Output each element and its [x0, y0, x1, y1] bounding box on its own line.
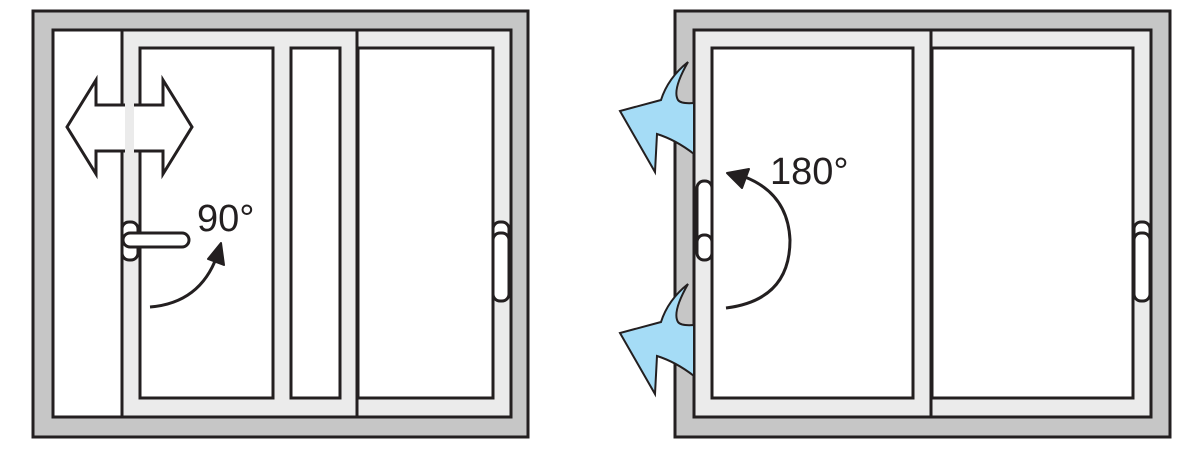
right-window-diagram: 180° [618, 9, 1172, 439]
slide-double-arrow-icon [65, 74, 194, 180]
left-sash-glass-b [289, 46, 342, 400]
outward-arrow-bottom-icon [618, 283, 695, 398]
right-glass-a [710, 46, 915, 400]
left-window-diagram: 90° [31, 9, 530, 439]
left-right-sash-glass [356, 46, 495, 400]
outward-arrow-top-icon [618, 61, 695, 176]
right-glass-b [930, 46, 1135, 400]
rotation-arrow-180-icon [725, 168, 792, 310]
right-sash-handle-icon [491, 220, 511, 303]
right-window-handle-icon [1132, 220, 1152, 303]
angle-label-180: 180° [770, 151, 849, 193]
rotation-arrow-90-icon [149, 242, 225, 309]
angle-label-90: 90° [197, 198, 254, 240]
lever-handle-icon [120, 220, 191, 262]
lift-handle-icon [695, 179, 714, 262]
